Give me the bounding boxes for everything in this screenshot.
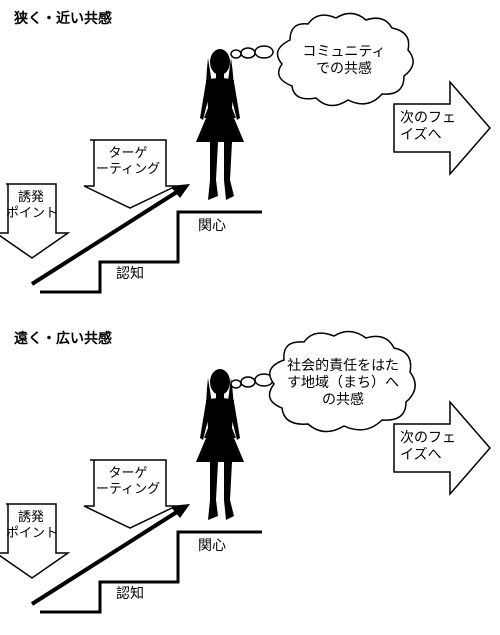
bubble-text: 社会的責任をはた す地域（まち）へ の共感 bbox=[287, 358, 399, 408]
staircase bbox=[40, 210, 262, 294]
awareness-label: 認知 bbox=[116, 266, 144, 282]
trigger-label: 誘発 ポイント bbox=[6, 510, 59, 541]
panel-narrow-empathy: 狭く・近い共感 コミュニティ での共感 次のフェ イズへ 関心 認知 ターゲ ー… bbox=[0, 0, 500, 315]
targeting-arrow-shape bbox=[83, 139, 177, 209]
interest-label: 関心 bbox=[198, 218, 226, 234]
rising-arrow bbox=[30, 188, 182, 286]
bubble-text: コミュニティ での共感 bbox=[302, 44, 386, 77]
woman-silhouette bbox=[196, 369, 244, 520]
next-phase-arrow-shape bbox=[393, 399, 491, 497]
rising-arrow bbox=[30, 508, 182, 606]
trigger-arrow-shape bbox=[0, 503, 71, 579]
panel-artwork bbox=[0, 330, 491, 614]
targeting-label: ターゲ ーティング bbox=[95, 146, 161, 177]
panel-wide-empathy: 遠く・広い共感 社会的責任をはた す地域（まち）へ の共感 次のフェ イズへ 関… bbox=[0, 320, 500, 635]
interest-label: 関心 bbox=[198, 538, 226, 554]
rising-arrow-head bbox=[170, 504, 190, 518]
awareness-label: 認知 bbox=[116, 586, 144, 602]
woman-silhouette bbox=[196, 49, 244, 200]
panel-heading: 狭く・近い共感 bbox=[14, 11, 112, 27]
trigger-arrow-shape bbox=[0, 183, 71, 259]
next-phase-arrow-shape bbox=[393, 79, 491, 177]
thought-bubble bbox=[230, 12, 414, 107]
panel-heading: 遠く・広い共感 bbox=[14, 331, 112, 347]
next-phase-label: 次のフェ イズへ bbox=[400, 430, 456, 463]
targeting-label: ターゲ ーティング bbox=[95, 466, 161, 497]
staircase bbox=[40, 530, 262, 614]
panel-artwork bbox=[0, 12, 491, 294]
thought-bubble bbox=[230, 330, 416, 433]
trigger-label: 誘発 ポイント bbox=[6, 190, 59, 221]
next-phase-label: 次のフェ イズへ bbox=[400, 110, 456, 143]
targeting-arrow-shape bbox=[83, 459, 177, 529]
rising-arrow-head bbox=[170, 184, 190, 198]
